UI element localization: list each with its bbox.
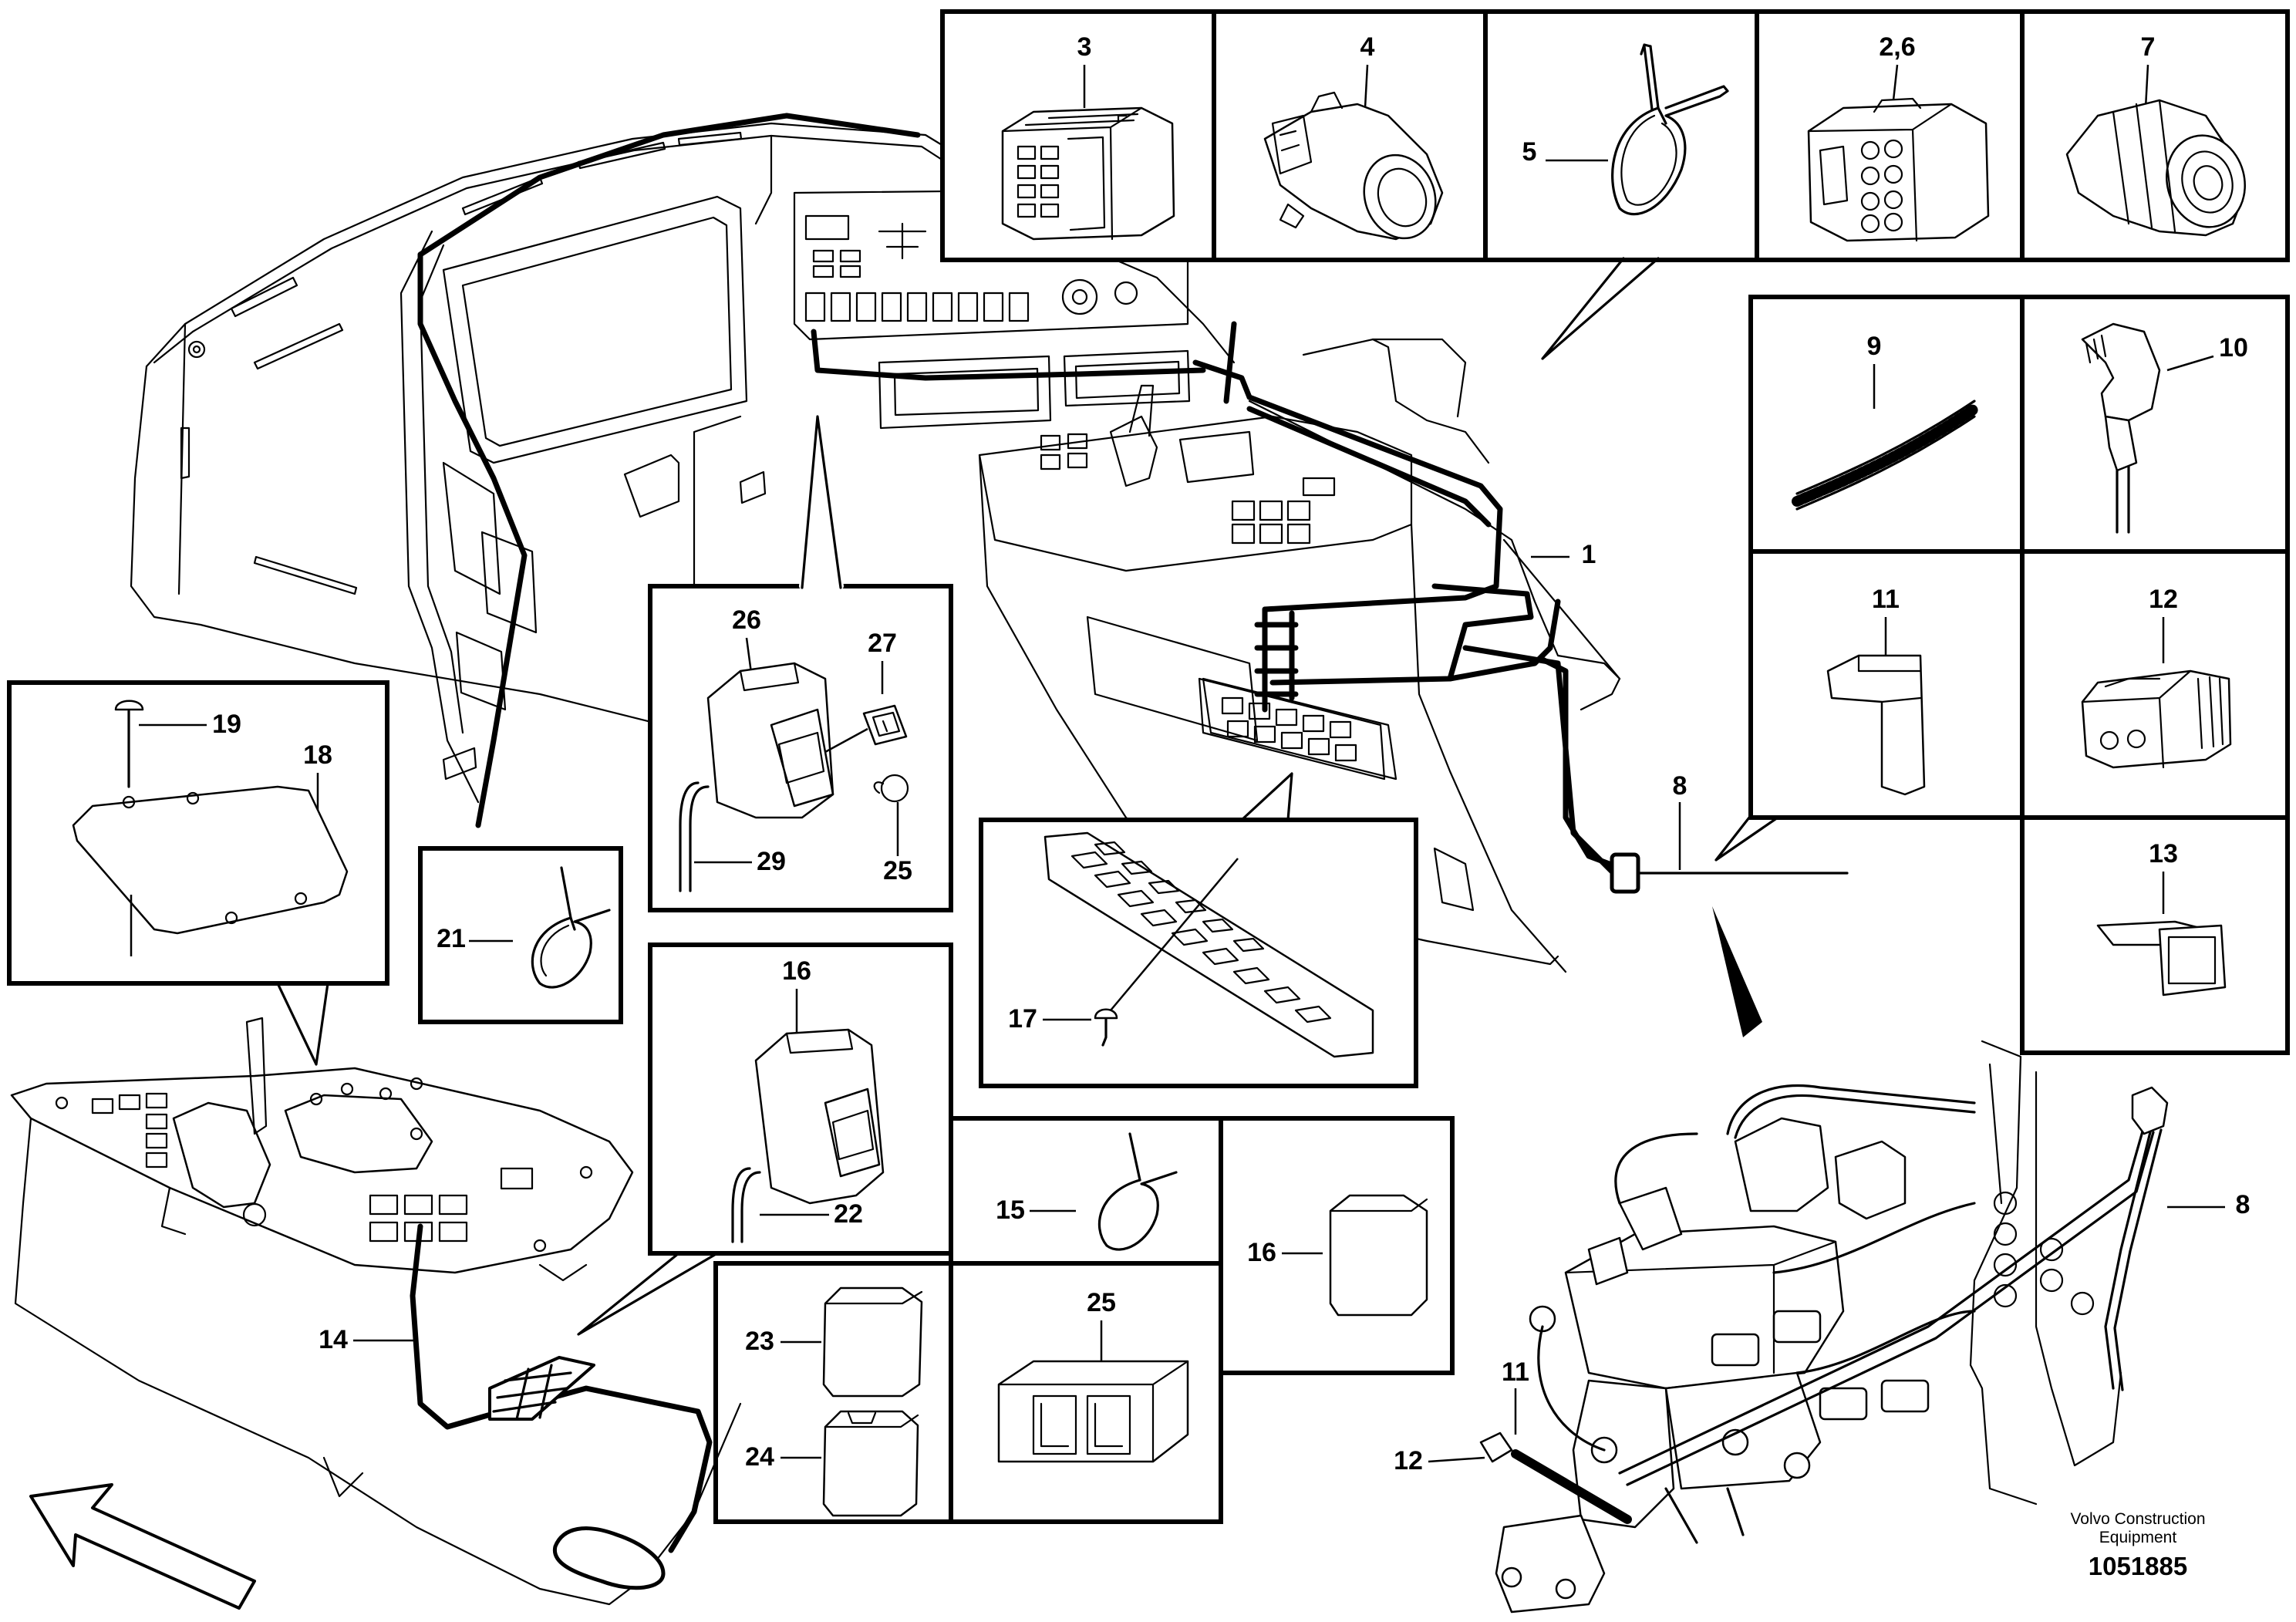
- callout-12-assembly: 12: [1394, 1446, 1423, 1475]
- callout-24: 24: [745, 1442, 774, 1472]
- pointer-right-boxes: [1714, 816, 1779, 862]
- view-direction-wedge: [1712, 906, 1762, 1037]
- callout-11-assembly: 11: [1502, 1357, 1529, 1387]
- console-switch-block: [1040, 433, 1336, 545]
- part-box-12: 12: [2020, 549, 2290, 820]
- callout-1: 1: [1582, 540, 1596, 569]
- callout-12: 12: [2149, 585, 2178, 614]
- callout-26: 26: [732, 605, 761, 635]
- callout-10: 10: [2219, 333, 2248, 363]
- part-box-17: 17: [979, 772, 1418, 1088]
- part-box-15: 15: [949, 1116, 1223, 1266]
- callout-5: 5: [1522, 137, 1537, 167]
- part-box-19-20: 19 18: [7, 680, 389, 986]
- callout-11: 11: [1872, 585, 1900, 614]
- bulkhead-fittings: [1993, 1191, 2095, 1316]
- callout-19: 18: [303, 740, 332, 770]
- callout-27: 25: [883, 856, 912, 885]
- callout-8-assembly: 8: [2236, 1190, 2250, 1219]
- callout-17: 17: [1008, 1004, 1037, 1034]
- part-box-2-6: 2,6: [1755, 9, 2025, 262]
- callout-15: 15: [996, 1195, 1025, 1225]
- part-box-4: 4: [1212, 9, 1488, 262]
- callout-16-label: 16: [1247, 1238, 1276, 1267]
- part-box-7: 7: [2020, 9, 2290, 262]
- callout-13: 13: [2149, 839, 2178, 868]
- forward-direction-arrow: [29, 1483, 256, 1610]
- callout-22: 22: [834, 1199, 863, 1229]
- part-box-23-24: 23 24: [713, 1261, 953, 1524]
- callout-28: 27: [868, 629, 897, 658]
- pointer-top-boxes: [1541, 257, 1660, 360]
- part-box-25: 25 25: [949, 1261, 1223, 1524]
- callout-25-label: 25: [1087, 1288, 1116, 1317]
- plate-17-cutouts: [1070, 841, 1332, 1023]
- part-box-26-29: 26 27 25 29: [648, 413, 953, 912]
- part-box-3: 3: [940, 9, 1216, 262]
- callout-2-6: 2,6: [1879, 32, 1915, 62]
- part-box-10: 10: [2020, 295, 2290, 554]
- callout-4: 4: [1360, 32, 1375, 62]
- callout-20: 19: [212, 710, 241, 739]
- pointer-box-19: [276, 982, 329, 1066]
- connector-3-cavities: [1017, 145, 1060, 218]
- drawing-number: 1051885: [2089, 1552, 2187, 1580]
- part-box-9: 9: [1748, 295, 2025, 554]
- callout-3: 3: [1077, 32, 1092, 62]
- part-box-11: 11: [1748, 549, 2025, 820]
- callout-14: 14: [319, 1325, 348, 1354]
- callout-7: 7: [2141, 32, 2156, 62]
- part-box-5: 5: [1483, 9, 1759, 262]
- console-outlet-grid: [1221, 696, 1357, 762]
- wire-8: 8 1: [1531, 540, 1849, 894]
- callout-21: 21: [437, 924, 466, 953]
- part-box-21: 21: [418, 846, 623, 1024]
- drawing-watermark: Volvo Construction Equipment 1051885: [2070, 1510, 2205, 1580]
- dashboard-panel: [130, 113, 1253, 828]
- callout-18: 16: [782, 956, 811, 986]
- pointer-box-18: [577, 1252, 719, 1336]
- callout-8: 8: [1673, 771, 1687, 801]
- maker-division: Equipment: [2099, 1529, 2177, 1546]
- callout-29: 29: [757, 847, 786, 876]
- part-box-18-22: 16 22: [648, 943, 953, 1256]
- part-box-13: 13: [2020, 815, 2290, 1055]
- callout-9: 9: [1867, 332, 1882, 361]
- dash-switch-row: [804, 292, 1030, 322]
- callout-23: 23: [745, 1327, 774, 1356]
- part-box-16: 16 16: [1219, 1116, 1455, 1375]
- connector-2-6-cavities: [1860, 139, 1903, 234]
- maker-name: Volvo Construction: [2070, 1510, 2205, 1528]
- lower-console: 14: [10, 1017, 742, 1606]
- valve-assembly: 11 12 8: [1394, 1040, 2250, 1614]
